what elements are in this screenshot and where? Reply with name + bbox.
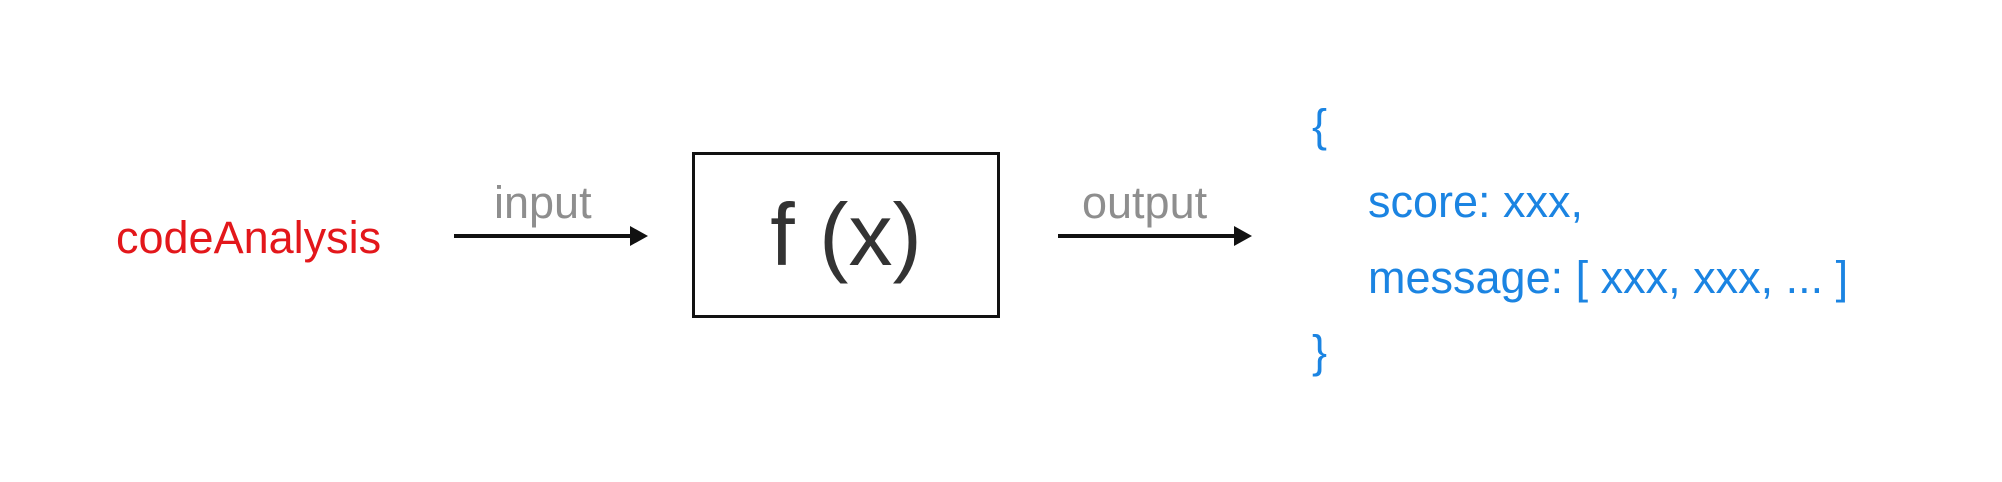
input-edge-label: input xyxy=(494,177,592,228)
output-arrow-shaft xyxy=(1058,234,1238,238)
function-label: f (x) xyxy=(770,185,922,284)
arrowhead-icon xyxy=(630,226,648,246)
output-message-line: message: [ xxx, xxx, ... ] xyxy=(1368,252,1849,303)
function-box: f (x) xyxy=(692,152,1000,318)
input-code-analysis-label: codeAnalysis xyxy=(116,212,382,263)
input-arrow xyxy=(454,226,648,246)
output-close-brace: } xyxy=(1312,326,1328,377)
output-open-brace: { xyxy=(1312,100,1328,151)
arrowhead-icon xyxy=(1234,226,1252,246)
output-score-line: score: xxx, xyxy=(1368,176,1584,227)
output-arrow xyxy=(1058,226,1252,246)
input-arrow-shaft xyxy=(454,234,634,238)
output-edge-label: output xyxy=(1082,177,1208,228)
